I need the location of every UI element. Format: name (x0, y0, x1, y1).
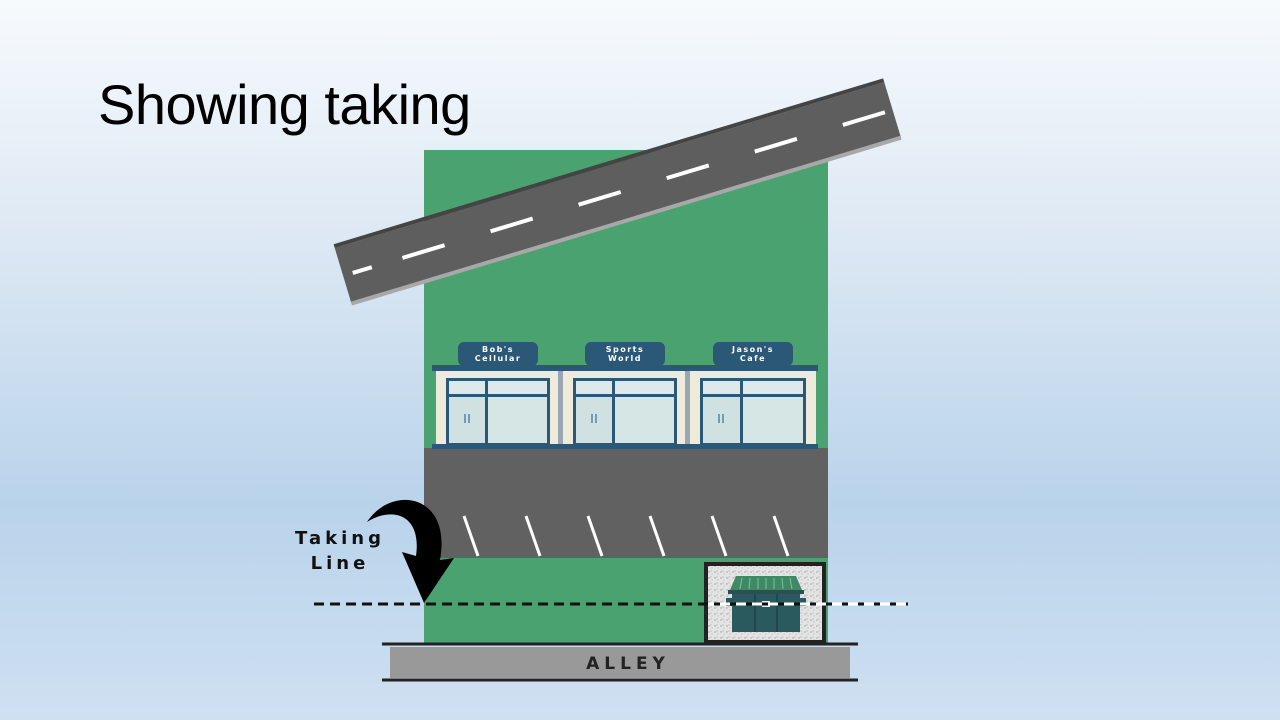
store-sign-line1: Bob's (482, 345, 514, 354)
slide-title: Showing taking (98, 73, 471, 136)
store-sports-world: Sports World (563, 342, 690, 444)
store-jasons-cafe: Jason's Cafe (690, 342, 816, 444)
store-bobs-cellular: Bob's Cellular (436, 342, 563, 444)
parking-stripes (462, 515, 790, 557)
store-sign-line2: World (608, 354, 642, 363)
store-sign-line2: Cafe (740, 354, 766, 363)
alley-label: ALLEY (586, 654, 670, 674)
store-sign-line1: Sports (606, 345, 645, 354)
store-sign-line2: Cellular (475, 354, 522, 363)
taking-line-label-line2: Line (311, 553, 370, 574)
main-road (333, 78, 902, 306)
curved-arrow-icon (367, 499, 454, 603)
alley: ALLEY (382, 642, 858, 682)
taking-line-label-line1: Taking (295, 528, 385, 549)
storefront-roof (432, 365, 818, 371)
parking-lot (424, 448, 828, 558)
storefront-base (432, 444, 818, 449)
store-sign-line1: Jason's (731, 345, 774, 354)
